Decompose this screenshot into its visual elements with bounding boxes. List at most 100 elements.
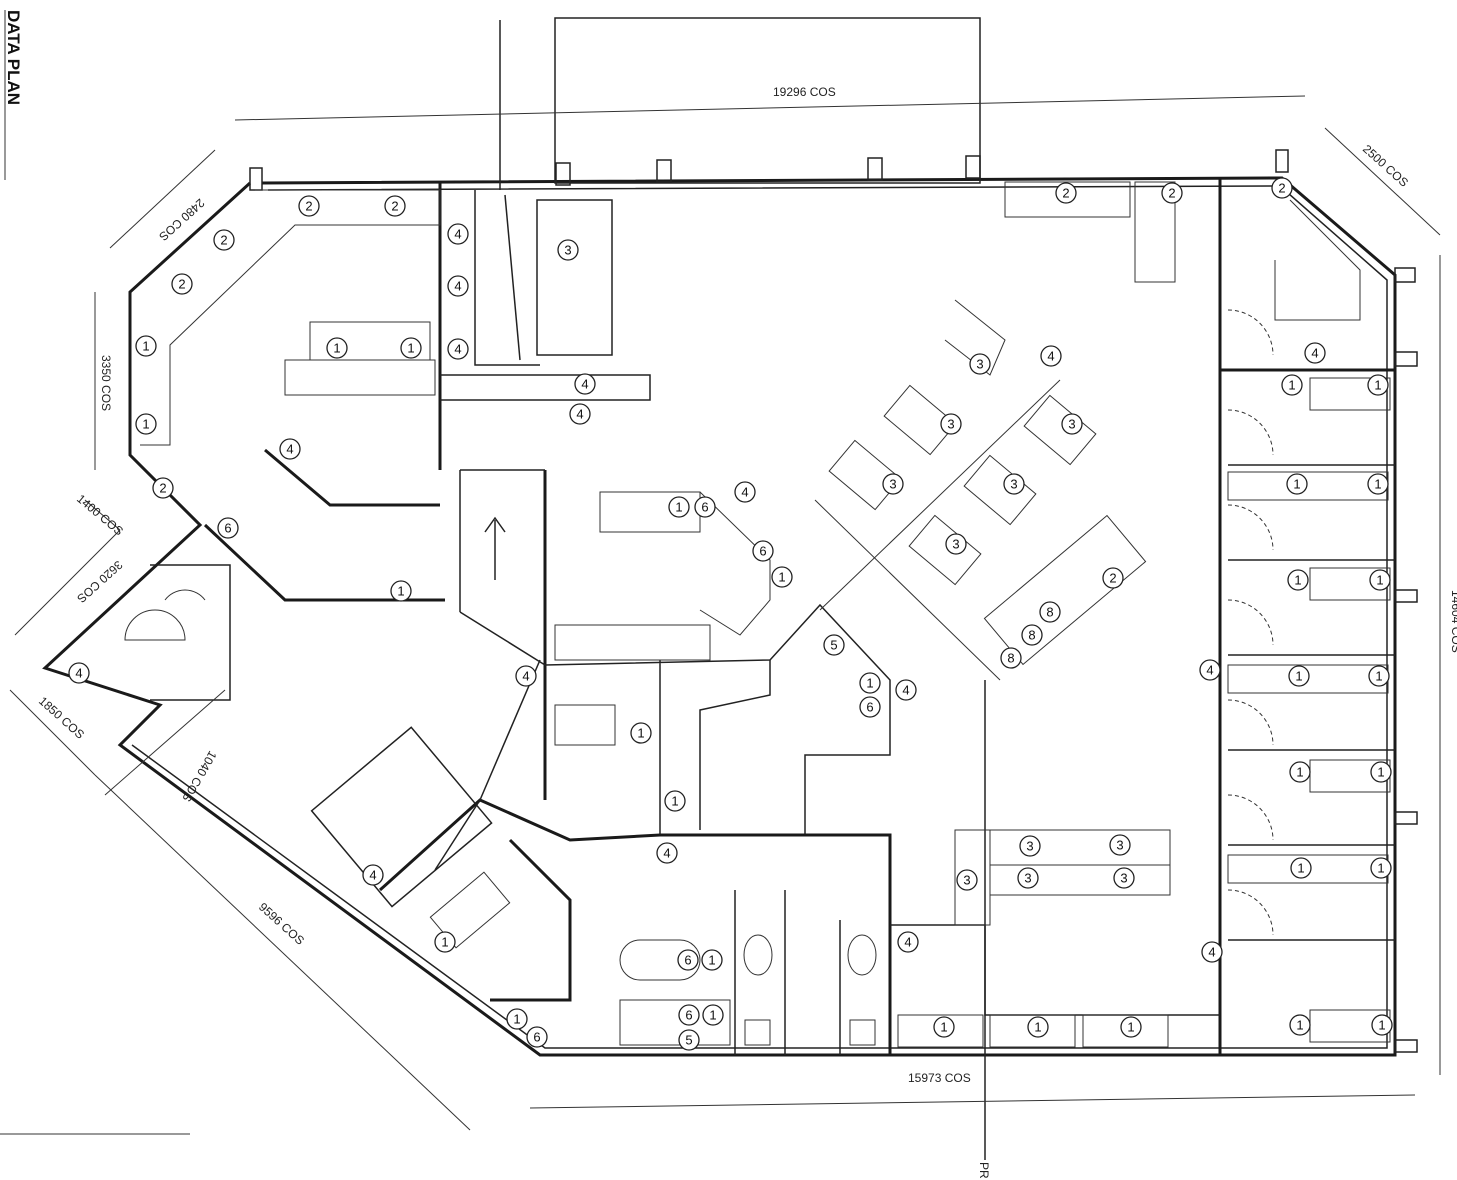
marker-circle bbox=[1017, 867, 1039, 889]
marker-circle bbox=[1055, 182, 1077, 204]
marker-circle bbox=[447, 275, 469, 297]
outlet-marker: 2 bbox=[171, 273, 193, 295]
marker-circle bbox=[152, 477, 174, 499]
marker-label: 4 bbox=[581, 377, 588, 392]
outlet-marker: 4 bbox=[574, 373, 596, 395]
marker-label: 4 bbox=[1311, 346, 1318, 361]
marker-label: 8 bbox=[1046, 605, 1053, 620]
marker-circle bbox=[677, 949, 699, 971]
marker-label: 1 bbox=[1374, 477, 1381, 492]
marker-circle bbox=[1120, 1016, 1142, 1038]
marker-label: 3 bbox=[976, 357, 983, 372]
marker-label: 1 bbox=[142, 339, 149, 354]
marker-circle bbox=[569, 403, 591, 425]
marker-circle bbox=[895, 679, 917, 701]
marker-label: 1 bbox=[1374, 378, 1381, 393]
marker-label: 1 bbox=[1296, 765, 1303, 780]
outlet-marker: 1 bbox=[1368, 665, 1390, 687]
marker-circle bbox=[1289, 761, 1311, 783]
marker-label: 4 bbox=[1047, 349, 1054, 364]
outlet-marker: 1 bbox=[701, 949, 723, 971]
outlet-marker: 1 bbox=[434, 931, 456, 953]
marker-label: 3 bbox=[1116, 838, 1123, 853]
marker-circle bbox=[515, 665, 537, 687]
outlet-marker: 4 bbox=[1040, 345, 1062, 367]
dimension-lines bbox=[0, 95, 1441, 1135]
outlet-marker: 3 bbox=[1109, 834, 1131, 856]
marker-label: 1 bbox=[778, 570, 785, 585]
dim-left-diag-a: 1400 COS bbox=[74, 492, 126, 539]
outlet-marker: 1 bbox=[1371, 1014, 1393, 1036]
marker-circle bbox=[668, 496, 690, 518]
marker-circle bbox=[506, 1008, 528, 1030]
outlet-marker: 1 bbox=[1286, 473, 1308, 495]
outlet-marker: 1 bbox=[859, 672, 881, 694]
direction-arrow-icon bbox=[484, 516, 506, 580]
dim-left-diag-b: 3620 COS bbox=[74, 558, 125, 606]
marker-circle bbox=[1040, 345, 1062, 367]
marker-circle bbox=[1370, 857, 1392, 879]
marker-circle bbox=[859, 696, 881, 718]
marker-circle bbox=[1027, 1016, 1049, 1038]
marker-label: 6 bbox=[759, 544, 766, 559]
marker-label: 3 bbox=[1026, 839, 1033, 854]
outlet-marker: 3 bbox=[945, 533, 967, 555]
dim-door: 1040 COS bbox=[179, 749, 219, 805]
marker-label: 3 bbox=[1010, 477, 1017, 492]
outlet-marker: 4 bbox=[1201, 941, 1223, 963]
outlet-marker: 1 bbox=[400, 337, 422, 359]
marker-label: 4 bbox=[1206, 663, 1213, 678]
marker-label: 2 bbox=[220, 233, 227, 248]
marker-label: 2 bbox=[305, 199, 312, 214]
marker-circle bbox=[298, 195, 320, 217]
footer-label: PR bbox=[977, 1162, 991, 1179]
outlet-marker: 5 bbox=[823, 634, 845, 656]
outlet-marker: 6 bbox=[694, 496, 716, 518]
outlet-marker: 1 bbox=[702, 1004, 724, 1026]
outlet-marker: 1 bbox=[326, 337, 348, 359]
marker-circle bbox=[1019, 835, 1041, 857]
marker-label: 6 bbox=[701, 500, 708, 515]
marker-circle bbox=[823, 634, 845, 656]
outlet-marker: 6 bbox=[677, 949, 699, 971]
marker-label: 2 bbox=[1062, 186, 1069, 201]
marker-circle bbox=[1369, 569, 1391, 591]
marker-circle bbox=[1289, 1014, 1311, 1036]
marker-circle bbox=[217, 517, 239, 539]
marker-label: 4 bbox=[75, 666, 82, 681]
marker-label: 4 bbox=[454, 342, 461, 357]
marker-circle bbox=[1287, 569, 1309, 591]
marker-label: 4 bbox=[522, 669, 529, 684]
marker-label: 4 bbox=[902, 683, 909, 698]
outlet-marker: 6 bbox=[859, 696, 881, 718]
marker-label: 4 bbox=[663, 846, 670, 861]
outlet-marker: 1 bbox=[135, 335, 157, 357]
marker-circle bbox=[694, 496, 716, 518]
marker-label: 8 bbox=[1028, 628, 1035, 643]
marker-circle bbox=[678, 1029, 700, 1051]
outlet-marker: 2 bbox=[298, 195, 320, 217]
marker-label: 1 bbox=[1295, 669, 1302, 684]
marker-circle bbox=[1000, 647, 1022, 669]
marker-label: 3 bbox=[947, 417, 954, 432]
marker-circle bbox=[390, 580, 412, 602]
dim-bottom: 15973 COS bbox=[908, 1071, 971, 1085]
marker-circle bbox=[882, 473, 904, 495]
marker-circle bbox=[701, 949, 723, 971]
outlet-marker: 1 bbox=[630, 722, 652, 744]
outlet-marker: 2 bbox=[152, 477, 174, 499]
marker-circle bbox=[859, 672, 881, 694]
marker-label: 1 bbox=[1377, 765, 1384, 780]
outlet-marker: 4 bbox=[1199, 659, 1221, 681]
outlet-marker: 1 bbox=[933, 1016, 955, 1038]
marker-circle bbox=[1367, 473, 1389, 495]
marker-circle bbox=[1039, 601, 1061, 623]
marker-label: 1 bbox=[1296, 1018, 1303, 1033]
marker-label: 1 bbox=[333, 341, 340, 356]
marker-label: 3 bbox=[1068, 417, 1075, 432]
marker-circle bbox=[1021, 624, 1043, 646]
marker-label: 3 bbox=[564, 243, 571, 258]
outlet-marker: 5 bbox=[678, 1029, 700, 1051]
marker-circle bbox=[1102, 567, 1124, 589]
marker-label: 1 bbox=[1127, 1020, 1134, 1035]
